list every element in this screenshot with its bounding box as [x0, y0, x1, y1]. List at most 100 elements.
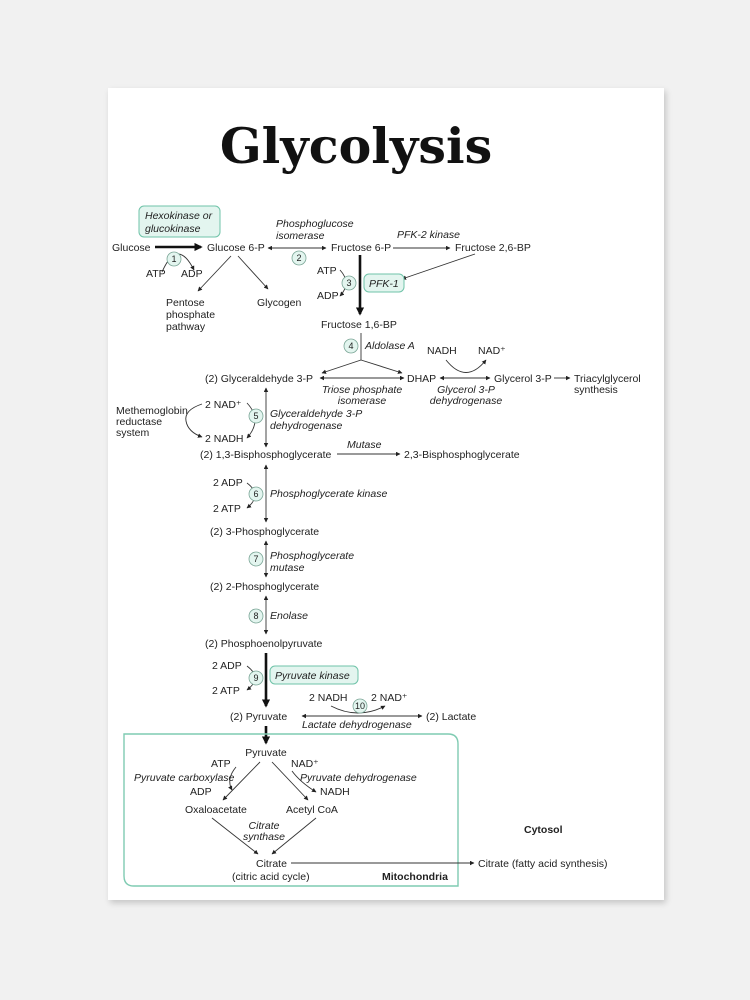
nadplus-label-g3p: NAD⁺: [478, 345, 506, 357]
triacylglycerol-label-1: Triacylglycerol: [574, 373, 641, 385]
step-1-number: 1: [171, 254, 176, 264]
step-8-number: 8: [253, 611, 258, 621]
gapdh-label-2: dehydrogenase: [270, 420, 343, 432]
arrow-to-glycogen: [237, 255, 269, 290]
citrate-label: Citrate: [256, 858, 287, 870]
hexokinase-label-1: Hexokinase or: [145, 210, 213, 222]
adp2-label-pgk: 2 ADP: [213, 477, 243, 489]
citrate-synthase-label-1: Citrate: [249, 820, 280, 832]
enolase-label: Enolase: [270, 610, 308, 622]
tpi-label-2: isomerase: [338, 395, 387, 407]
step-6-marker: [248, 486, 264, 502]
step-2-marker: [291, 250, 307, 266]
pentose-label-1: Pentose: [166, 297, 205, 309]
mutase-label: Mutase: [347, 439, 382, 451]
mitochondria-box: [123, 733, 459, 887]
oxaloacetate-label: Oxaloacetate: [185, 804, 247, 816]
nadplus2-label-ldh: 2 NAD⁺: [371, 692, 408, 704]
step-7-marker: [248, 551, 264, 567]
glucose6p-label: Glucose 6-P: [207, 242, 265, 254]
methemoglobin-label-2: reductase: [116, 416, 162, 428]
step-6-number: 6: [253, 489, 258, 499]
nad-nadh-curve-pdh: [291, 770, 317, 793]
g3pdh-label-1: Glycerol 3-P: [437, 384, 495, 396]
pdh-label: Pyruvate dehydrogenase: [300, 772, 417, 784]
step-9-marker: [248, 670, 264, 686]
pyruvate-kinase-box: [269, 665, 359, 685]
step-3-marker: [341, 275, 357, 291]
step-8-marker: [248, 608, 264, 624]
step-5-marker: [248, 408, 264, 424]
step-10-number: 10: [355, 701, 365, 711]
bpg13-label: (2) 1,3-Bisphosphoglycerate: [200, 449, 331, 461]
pfk2-label: PFK-2 kinase: [397, 229, 460, 241]
pfk1-label: PFK-1: [369, 278, 399, 290]
atp-label-1: ATP: [146, 268, 166, 280]
pgm-label-2: mutase: [270, 562, 305, 574]
step-4-number: 4: [348, 341, 353, 351]
f26bp-regulation-arrow: [401, 253, 476, 280]
hexokinase-box: [138, 205, 221, 238]
mito-pyruvate-label: Pyruvate: [245, 747, 287, 759]
nadplus2-label-gapdh: 2 NAD⁺: [205, 399, 242, 411]
pentose-label-3: pathway: [166, 321, 206, 333]
adp-label-1: ADP: [181, 268, 203, 280]
glycerol3p-label: Glycerol 3-P: [494, 373, 552, 385]
glucose-label: Glucose: [112, 242, 151, 254]
arrow-pyruvate-to-acetylcoa: [271, 761, 309, 801]
pgk-label: Phosphoglycerate kinase: [270, 488, 387, 500]
fructose16bp-label: Fructose 1,6-BP: [321, 319, 397, 331]
step-2-number: 2: [296, 253, 301, 263]
gapdh-label-1: Glyceraldehyde 3-P: [270, 408, 362, 420]
step-7-number: 7: [253, 554, 258, 564]
mitochondria-label: Mitochondria: [382, 871, 448, 883]
atp2-label-pk: 2 ATP: [212, 685, 240, 697]
step-10-marker: [352, 698, 368, 714]
pyruvate-kinase-label: Pyruvate kinase: [275, 670, 350, 682]
atp2-label-pgk: 2 ATP: [213, 503, 241, 515]
tpi-label-1: Triose phosphate: [322, 384, 403, 396]
arrow-to-pentose: [197, 255, 232, 292]
nadplus-label-pdh: NAD⁺: [291, 758, 319, 770]
hexokinase-label-2: glucokinase: [145, 223, 201, 235]
step-4-marker: [343, 338, 359, 354]
canvas-print: Glycolysis Hexokinase or glucokinase Glu…: [108, 88, 664, 900]
fructose6p-label: Fructose 6-P: [331, 242, 391, 254]
pgm-label-1: Phosphoglycerate: [270, 550, 354, 562]
pentose-label-2: phosphate: [166, 309, 215, 321]
pg2-label: (2) 2-Phosphoglycerate: [210, 581, 319, 593]
nadh-nad-curve-g3p: [445, 359, 487, 373]
pyruvate-carboxylase-label: Pyruvate carboxylase: [134, 772, 235, 784]
step-3-number: 3: [346, 278, 351, 288]
methemoglobin-curve: [185, 403, 203, 438]
nadh-label-pdh: NADH: [320, 786, 350, 798]
g3pdh-label-2: dehydrogenase: [430, 395, 503, 407]
dhap-label: DHAP: [407, 373, 436, 385]
nadh2-label-ldh: 2 NADH: [309, 692, 348, 704]
glycolysis-diagram: Glycolysis Hexokinase or glucokinase Glu…: [112, 117, 641, 887]
citrate-synthase-label-2: synthase: [243, 831, 285, 843]
arrow-pyruvate-to-oxaloacetate: [222, 761, 261, 801]
nadh-label-g3p: NADH: [427, 345, 457, 357]
ldh-label: Lactate dehydrogenase: [302, 719, 412, 731]
glycogen-label: Glycogen: [257, 297, 302, 309]
step-9-number: 9: [253, 673, 258, 683]
aldolase-to-dhap: [360, 359, 403, 374]
atp-adp-curve-pc: [228, 766, 237, 791]
citrate-fatty-label: Citrate (fatty acid synthesis): [478, 858, 608, 870]
adp-label-3: ADP: [317, 290, 339, 302]
pyruvate2-label: (2) Pyruvate: [230, 711, 287, 723]
acetylcoa-label: Acetyl CoA: [286, 804, 338, 816]
pgi-label-2: isomerase: [276, 230, 325, 242]
atp-label-pc: ATP: [211, 758, 231, 770]
aldolase-label: Aldolase A: [364, 340, 415, 352]
lactate2-label: (2) Lactate: [426, 711, 476, 723]
pg3-label: (2) 3-Phosphoglycerate: [210, 526, 319, 538]
aldolase-to-gap: [321, 359, 362, 374]
arrow-acetylcoa-to-citrate: [271, 817, 317, 855]
methemoglobin-label-3: system: [116, 427, 150, 439]
atp-label-3: ATP: [317, 265, 337, 277]
nadh2-label-gapdh: 2 NADH: [205, 433, 244, 445]
step-1-marker: [166, 251, 182, 267]
pfk1-box: [363, 273, 405, 293]
